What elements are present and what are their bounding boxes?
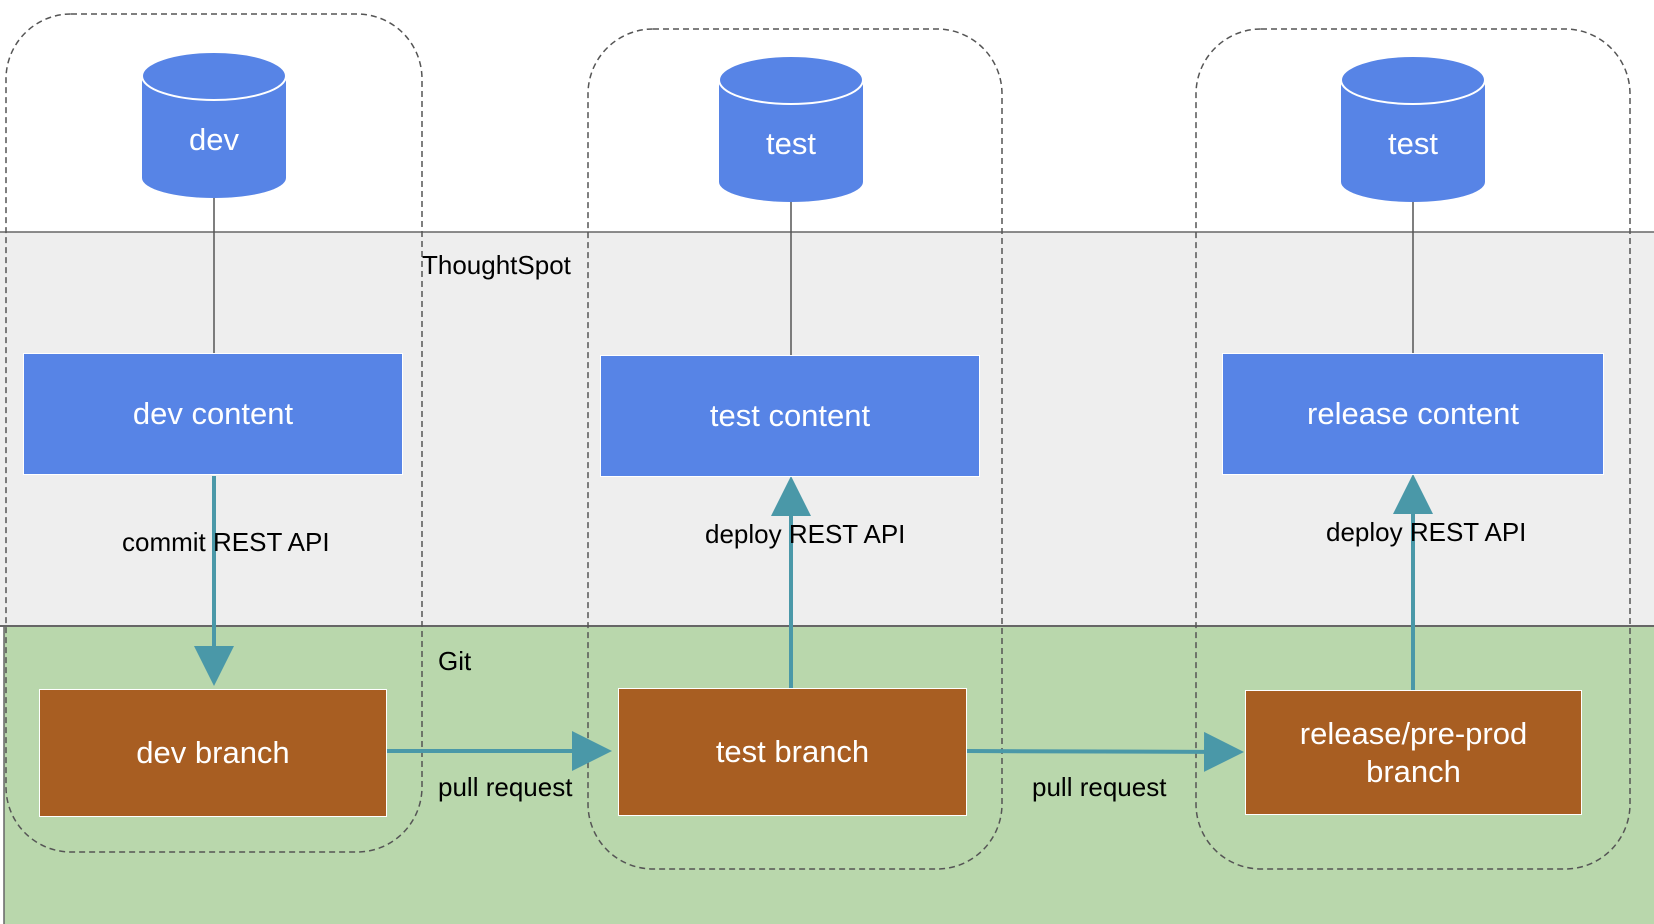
release-branch-label: release/pre-prod branch	[1299, 715, 1528, 789]
pull-request-label-1: pull request	[438, 772, 573, 802]
thoughtspot-label: ThoughtSpot	[422, 250, 571, 280]
dev-database-label: dev	[189, 122, 239, 157]
dev-database-icon	[141, 51, 287, 198]
release-database-label: test	[1388, 126, 1438, 161]
deploy-rest-api-release-label: deploy REST API	[1326, 517, 1527, 547]
dev-environment-group	[5, 13, 423, 853]
test-environment-group	[587, 28, 1003, 870]
release-branch-box: release/pre-prod branch	[1245, 690, 1582, 815]
git-label: Git	[438, 646, 472, 676]
deploy-rest-api-test-label: deploy REST API	[705, 519, 906, 549]
release-environment-group	[1195, 28, 1631, 870]
commit-rest-api-label: commit REST API	[122, 527, 330, 557]
pull-request-label-2: pull request	[1032, 772, 1167, 802]
test-branch-box: test branch	[618, 688, 967, 816]
test-database-label: test	[766, 126, 816, 161]
dev-content-box: dev content	[23, 353, 403, 475]
test-content-box: test content	[600, 355, 980, 477]
dev-branch-box: dev branch	[39, 689, 387, 817]
pull-request-arrow-2	[965, 731, 1244, 772]
release-content-box: release content	[1222, 353, 1604, 475]
test-database-icon	[718, 55, 864, 202]
release-database-icon	[1340, 55, 1486, 202]
